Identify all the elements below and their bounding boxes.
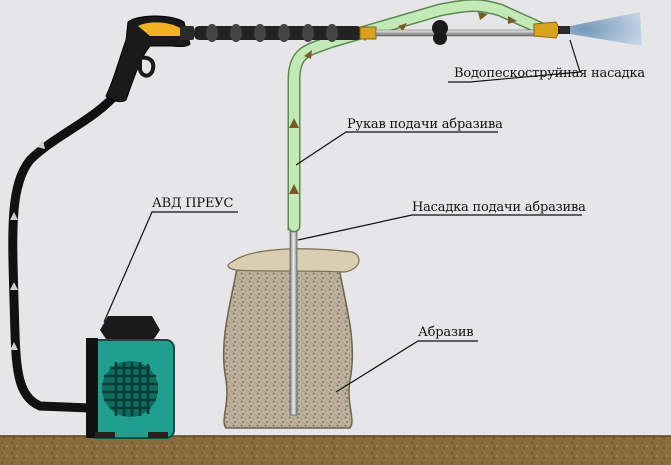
- label-sandblast-nozzle: Водопескоструйная насадка: [454, 66, 645, 81]
- flow-arrow-icon: [10, 140, 45, 350]
- ground: [0, 435, 671, 465]
- feed-nozzle-leader: [297, 214, 582, 241]
- hose-leader: [295, 131, 498, 166]
- abrasive-leader: [335, 340, 478, 393]
- abrasive-bag-icon: [222, 248, 360, 429]
- high-pressure-hose: [8, 87, 123, 413]
- pressure-washer-icon: [86, 316, 175, 439]
- label-abrasive-hose: Рукав подачи абразива: [347, 117, 503, 132]
- water-spray-icon: [570, 12, 642, 46]
- nozzle-leader: [448, 39, 581, 83]
- abrasive-hose: [287, 0, 547, 233]
- label-pressure-washer: АВД ПРЕУС: [152, 196, 234, 211]
- flow-arrow-icon: [289, 12, 517, 194]
- label-abrasive-feed-nozzle: Насадка подачи абразива: [412, 200, 586, 215]
- leader-lines: [103, 39, 582, 393]
- spray-gun-icon: [105, 15, 537, 103]
- label-abrasive: Абразив: [418, 325, 474, 340]
- machine-leader: [103, 211, 238, 323]
- abrasive-feed-nozzle-icon: [287, 219, 300, 416]
- sandblast-nozzle-icon: [533, 21, 570, 39]
